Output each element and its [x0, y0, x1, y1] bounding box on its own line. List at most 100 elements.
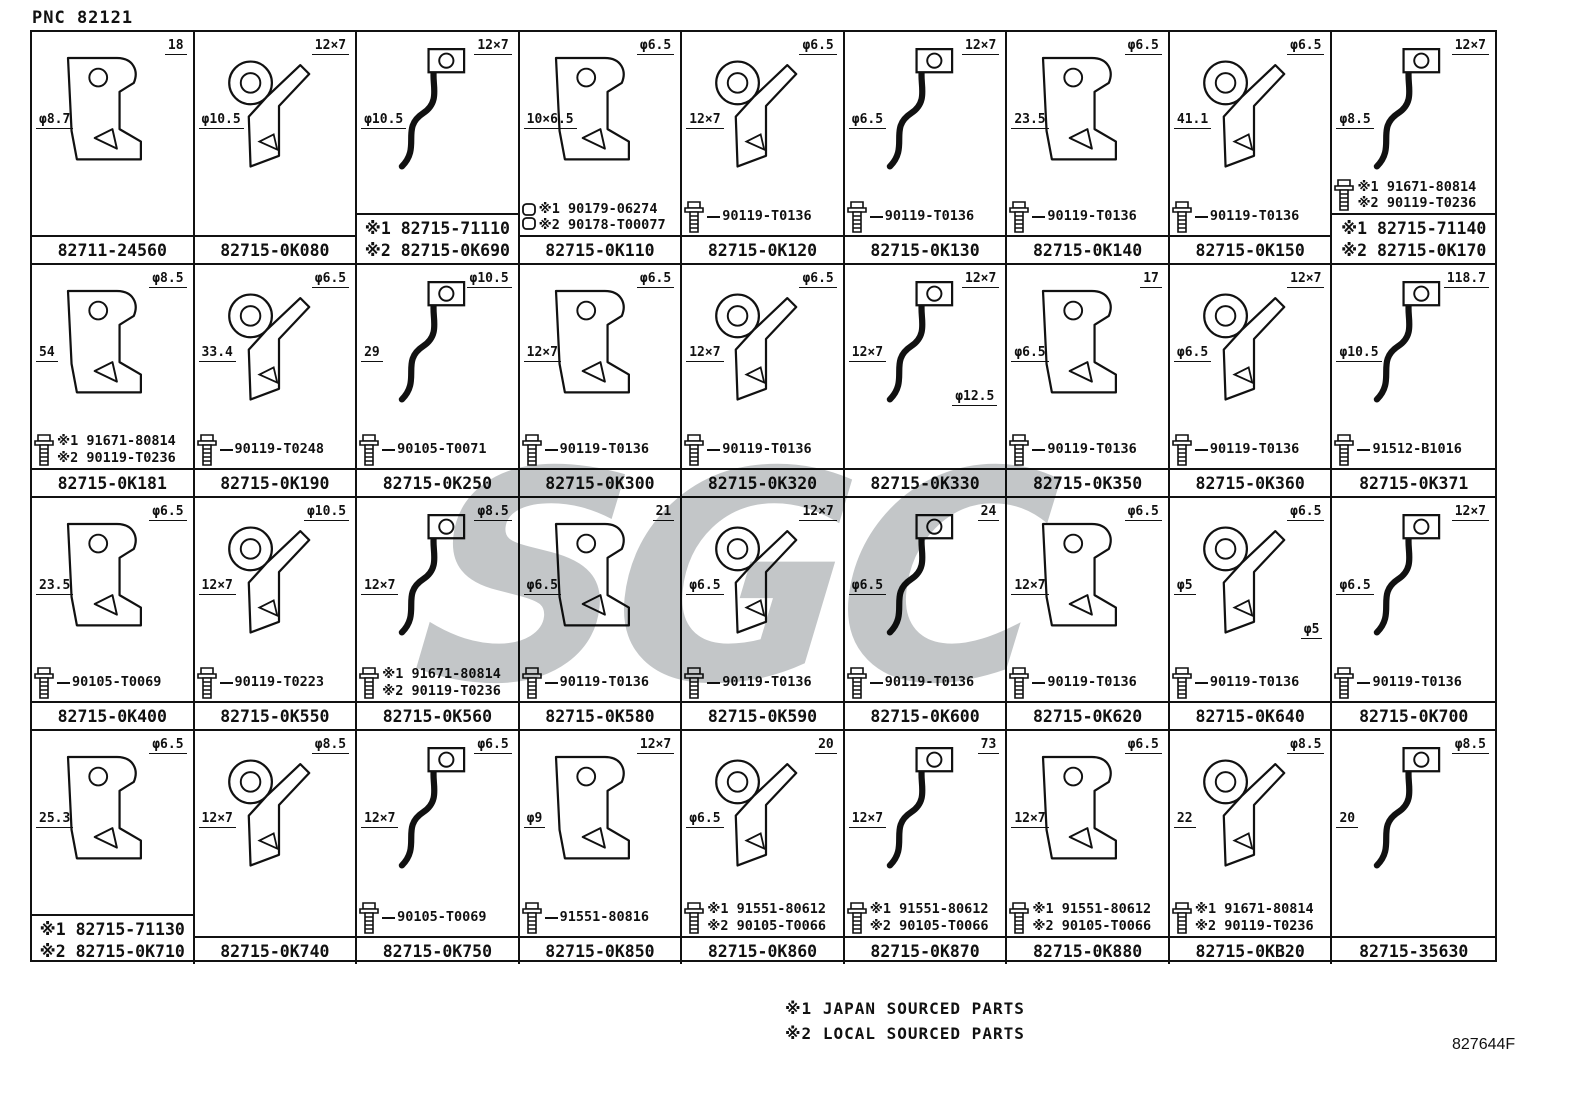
hardware-part-number: 90105-T0069	[72, 674, 162, 691]
bracket-drawing	[66, 522, 142, 627]
part-number: 82711-24560	[57, 240, 167, 260]
hardware-part-numbers: ※1 91551-80612※2 90105-T0066	[870, 901, 989, 933]
dimension-label: 21	[652, 504, 675, 521]
part-number-label: 82715-0K590	[682, 700, 843, 729]
part-number: 82715-0K640	[1195, 706, 1305, 726]
bracket-drawing	[1202, 60, 1286, 168]
part-number-label: 82715-0K350	[1007, 467, 1168, 496]
hardware-part-number: ※2 90119-T0236	[57, 449, 176, 466]
dimension-label: φ6.5	[1173, 345, 1212, 362]
hardware-part-numbers: 90119-T0136	[1210, 441, 1299, 457]
leader-line	[1357, 681, 1371, 684]
hardware-callout: 90105-T0069	[33, 666, 161, 700]
part-number: 82715-0K580	[545, 706, 655, 726]
bolt-icon	[684, 433, 705, 466]
hardware-part-numbers: 90119-T0136	[1047, 674, 1136, 690]
dimension-label: 18	[164, 38, 187, 55]
bolt-icon	[521, 433, 542, 466]
bracket-drawing	[1202, 526, 1286, 634]
dimension-label: 41.1	[1173, 112, 1212, 129]
hardware-part-number: ※2 90119-T0236	[382, 682, 501, 699]
dimension-label: φ8.7	[36, 112, 74, 129]
part-number: 82715-0K880	[1032, 941, 1143, 961]
bolt-icon	[1172, 433, 1192, 466]
bracket-drawing	[886, 514, 953, 636]
hardware-callout: ※1 91671-80814※2 90119-T0236	[1171, 901, 1314, 935]
hardware-part-number: 90119-T0136	[1209, 674, 1300, 691]
bolt-icon	[846, 200, 867, 233]
bolt-icon	[359, 433, 379, 466]
part-number-label: 82715-0K620	[1007, 700, 1168, 729]
hardware-callout: ※1 91671-80814※2 90119-T0236	[1333, 178, 1476, 212]
bracket-drawing	[554, 56, 630, 161]
part-number: 82715-0K371	[1359, 473, 1469, 493]
nut-icon	[521, 203, 536, 231]
dimension-label: 12×7	[799, 504, 837, 521]
dimension-label: 12×7	[1451, 504, 1489, 521]
dimension-label: 12×7	[311, 38, 350, 55]
hardware-callout: 90119-T0136	[1008, 433, 1137, 467]
hardware-callout: 91512-B1016	[1333, 433, 1462, 467]
page-title: PNC 82121	[32, 8, 134, 28]
hardware-part-number: ※1 90179-06274	[538, 201, 658, 218]
hardware-part-number: ※1 91671-80814	[1357, 178, 1477, 195]
part-number-label: 82715-0K400	[32, 700, 193, 729]
hardware-part-number: ※1 91671-80814	[57, 433, 176, 450]
leader-line	[869, 215, 883, 218]
bracket-drawing	[1374, 747, 1441, 869]
part-number-label: 82715-0K150	[1169, 234, 1331, 263]
bolt-icon	[846, 666, 867, 699]
hardware-part-number: ※2 90119-T0236	[1357, 195, 1477, 212]
hardware-part-numbers: 90119-T0248	[235, 441, 324, 457]
hardware-part-numbers: 90119-T0136	[560, 674, 649, 690]
bracket-drawing	[398, 747, 466, 869]
part-number-label: 82715-0K580	[519, 700, 681, 729]
dimension-label: 10×6.5	[523, 112, 577, 129]
leader-line	[707, 215, 721, 218]
part-number: 82715-0K870	[870, 941, 980, 961]
part-number: 82715-0K320	[707, 473, 818, 493]
bracket-drawing	[554, 289, 630, 394]
part-number: 82715-0K360	[1195, 473, 1305, 493]
hardware-part-number: 90119-T0136	[722, 441, 812, 458]
dimension-label: φ6.5	[636, 38, 675, 55]
hardware-callout: 90119-T0223	[196, 666, 324, 700]
dimension-label: φ6.5	[149, 737, 187, 754]
hardware-part-number: 90105-T0071	[397, 441, 487, 458]
dimension-label: φ10.5	[198, 112, 244, 129]
hardware-callout: 90119-T0136	[683, 200, 812, 234]
hardware-part-numbers: 90119-T0136	[1047, 208, 1136, 224]
hardware-part-numbers: 90119-T0136	[560, 441, 649, 457]
hardware-part-numbers: 90119-T0136	[722, 441, 811, 457]
hardware-part-numbers: ※1 91671-80814※2 90119-T0236	[382, 666, 501, 698]
hardware-callout: 90119-T0136	[846, 200, 974, 234]
leader-line	[1194, 215, 1208, 218]
legend: ※1 JAPAN SOURCED PARTS ※2 LOCAL SOURCED …	[785, 997, 1025, 1047]
dimension-label: 29	[361, 345, 383, 362]
dimension-label: 12×7	[198, 578, 236, 595]
bolt-icon	[1334, 179, 1355, 211]
bolt-icon	[684, 666, 705, 699]
part-number: ※1 82715-71110	[364, 219, 510, 239]
bracket-drawing	[227, 60, 310, 168]
hardware-part-number: 90119-T0136	[559, 674, 650, 691]
bolt-icon	[34, 433, 54, 466]
hardware-callout: 90119-T0136	[683, 433, 812, 467]
hardware-part-numbers: 90119-T0136	[1047, 441, 1136, 457]
